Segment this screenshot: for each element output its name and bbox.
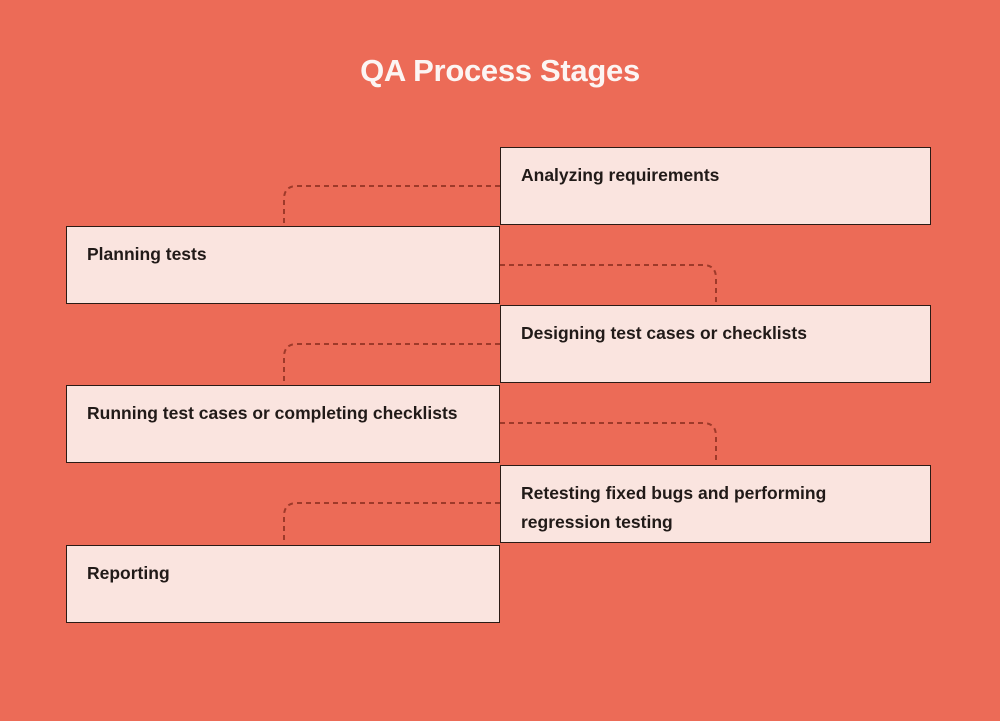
connector-stage5-stage6 xyxy=(283,502,500,544)
stage-box-reporting: Reporting xyxy=(66,545,500,623)
stage-label: Retesting fixed bugs and performing regr… xyxy=(521,483,827,532)
connector-stage2-stage3 xyxy=(500,264,717,304)
stage-label: Planning tests xyxy=(87,244,207,264)
connector-stage4-stage5 xyxy=(500,422,717,464)
stage-box-analyzing-requirements: Analyzing requirements xyxy=(500,147,931,225)
stage-box-planning-tests: Planning tests xyxy=(66,226,500,304)
stage-label: Running test cases or completing checkli… xyxy=(87,403,458,423)
stage-box-retesting-fixed-bugs: Retesting fixed bugs and performing regr… xyxy=(500,465,931,543)
stage-label: Analyzing requirements xyxy=(521,165,720,185)
page-title: QA Process Stages xyxy=(360,53,640,88)
stage-label: Designing test cases or checklists xyxy=(521,323,807,343)
stage-box-running-test-cases: Running test cases or completing checkli… xyxy=(66,385,500,463)
stage-label: Reporting xyxy=(87,563,170,583)
stage-box-designing-test-cases: Designing test cases or checklists xyxy=(500,305,931,383)
connector-stage3-stage4 xyxy=(283,343,500,384)
connector-stage1-stage2 xyxy=(283,185,500,225)
